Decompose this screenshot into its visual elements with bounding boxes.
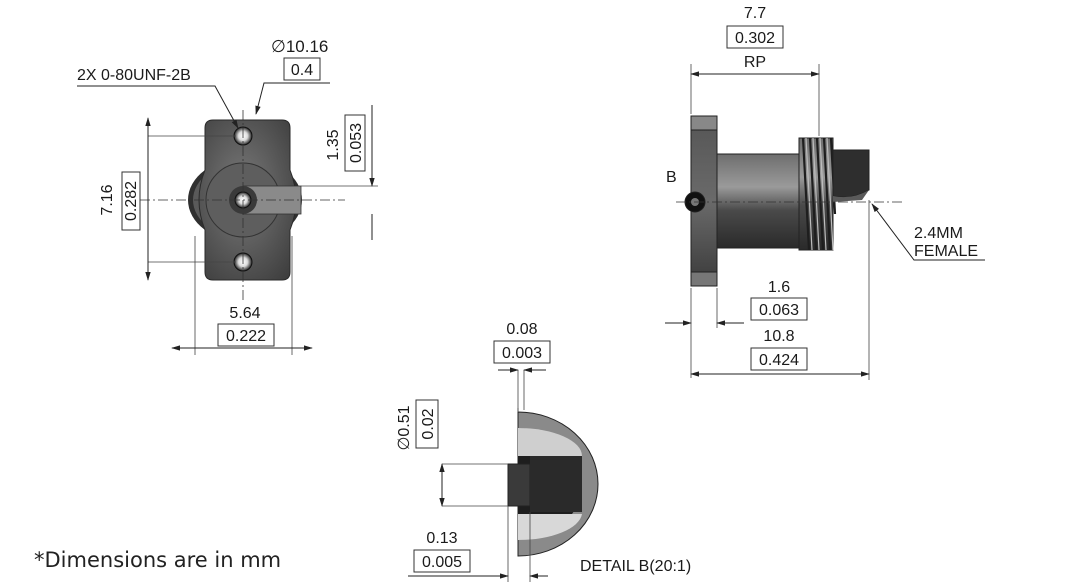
- detail-pin-dia-mm: ∅0.51: [396, 405, 413, 450]
- side-total-mm: 10.8: [763, 328, 794, 345]
- front-diameter-in: 0.4: [291, 62, 313, 79]
- connector-label-line2: FEMALE: [914, 243, 978, 260]
- detail-pin: [507, 463, 531, 507]
- front-offset-mm: 1.35: [325, 129, 342, 160]
- front-height-in: 0.282: [123, 181, 140, 221]
- side-length-mm: 7.7: [744, 5, 766, 22]
- side-flange-in: 0.063: [759, 302, 799, 319]
- detail-tip-mm: 0.13: [426, 530, 457, 547]
- front-offset-in: 0.053: [348, 123, 365, 163]
- detail-tip-in: 0.005: [422, 554, 462, 571]
- front-width-mm: 5.64: [229, 305, 260, 322]
- detail-pin-dia-in: 0.02: [420, 408, 437, 439]
- side-view: B 7.7 0.302 RP 2.4MM FEMALE 1.6 0.063 10…: [665, 5, 985, 380]
- side-total-in: 0.424: [759, 352, 799, 369]
- front-height-mm: 7.16: [99, 184, 116, 215]
- connector-label-line1: 2.4MM: [914, 225, 963, 242]
- side-length-in: 0.302: [735, 30, 775, 47]
- side-flange-mm: 1.6: [768, 279, 790, 296]
- detail-b-letter: B: [666, 169, 677, 186]
- detail-gap-mm: 0.08: [506, 321, 537, 338]
- side-body: [716, 153, 800, 249]
- side-ref-label: RP: [744, 54, 766, 71]
- detail-label: DETAIL B(20:1): [580, 558, 691, 575]
- side-tip: [832, 149, 870, 198]
- front-width-in: 0.222: [226, 328, 266, 345]
- front-thread-callout: 2X 0-80UNF-2B: [77, 67, 191, 84]
- front-diameter-mm: ∅10.16: [271, 37, 328, 56]
- detail-view: 0.08 0.003 ∅0.51 0.02 0.13 0.005 DETAIL …: [396, 321, 691, 582]
- detail-gap-in: 0.003: [502, 345, 542, 362]
- front-view: 7.16 0.282 1.35 0.053 5.64 0.222 2X 0-80…: [77, 37, 378, 355]
- side-threads: [798, 137, 837, 251]
- units-note: *Dimensions are in mm: [34, 548, 282, 572]
